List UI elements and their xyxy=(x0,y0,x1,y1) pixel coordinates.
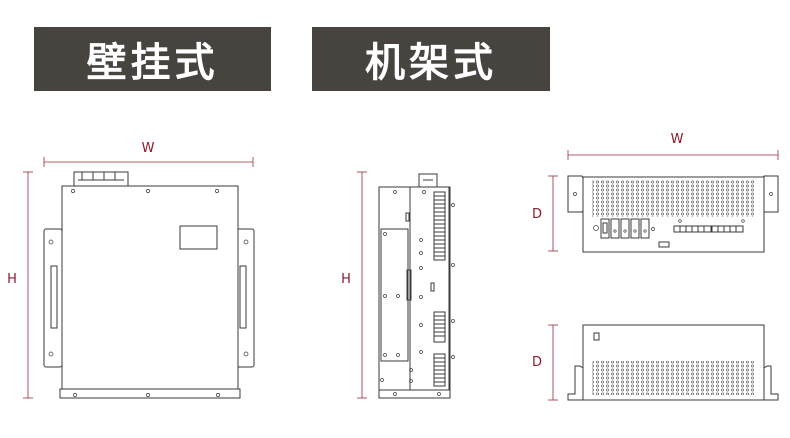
rack-mount-side-view: H xyxy=(341,171,455,399)
wall-height-label: H xyxy=(7,272,17,287)
rack-width-label: W xyxy=(671,132,684,147)
rack-height-label: H xyxy=(341,272,351,287)
wall-width-label: W xyxy=(142,141,155,156)
rack-depth-label-top: D xyxy=(532,207,542,222)
rack-mount-rear-view: D xyxy=(532,324,779,401)
side-vent-top xyxy=(433,191,446,261)
wall-mount-title: 壁挂式 xyxy=(34,27,271,91)
rack-mount-title: 机架式 xyxy=(312,27,550,91)
rack-mount-front-view: W D xyxy=(532,132,779,253)
rack-depth-label-bottom: D xyxy=(532,355,542,370)
side-vent-bottom xyxy=(433,353,446,387)
wall-mount-front-view: W H xyxy=(7,141,255,399)
side-vent-middle xyxy=(433,311,446,343)
